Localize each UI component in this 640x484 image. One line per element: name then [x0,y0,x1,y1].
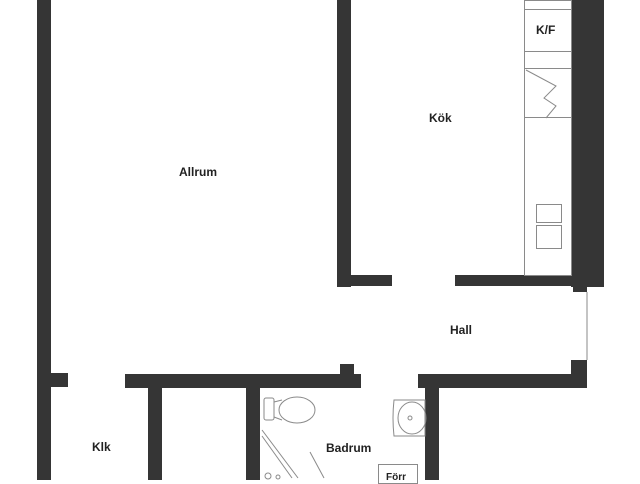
room-label-kok: Kök [429,111,452,125]
room-label-klk: Klk [92,440,111,454]
toilet-icon [263,396,316,424]
room-label-hall: Hall [450,323,473,337]
wall-badrum-right [425,388,439,480]
wall-kok-bottom-right [455,275,587,286]
stove [524,68,572,118]
fridge-freezer [524,9,572,52]
wall-allrum-kok [337,0,351,287]
sink-bowl-upper [536,204,562,223]
appliance-label-kf: K/F [536,23,556,37]
wall-kok-bottom-left [351,275,392,286]
wall-left-stub [51,373,68,387]
wall-left-outer [37,0,51,480]
kitchen-counter [524,0,572,276]
washbasin-icon [392,399,427,437]
wall-lower-left [125,374,361,388]
sink-bowl-lower [536,225,562,249]
wall-badrum-left [246,388,260,480]
wall-hall-right-stub [573,287,587,292]
wall-right-outer [571,0,604,287]
room-label-badrum: Badrum [326,441,372,455]
shower-icon [261,429,325,480]
wall-klk-right [148,388,162,480]
appliance-label-partial: Förr [386,472,406,483]
wall-lower-left-notch [340,364,354,376]
room-label-allrum: Allrum [179,165,218,179]
wall-lower-right [418,374,587,388]
